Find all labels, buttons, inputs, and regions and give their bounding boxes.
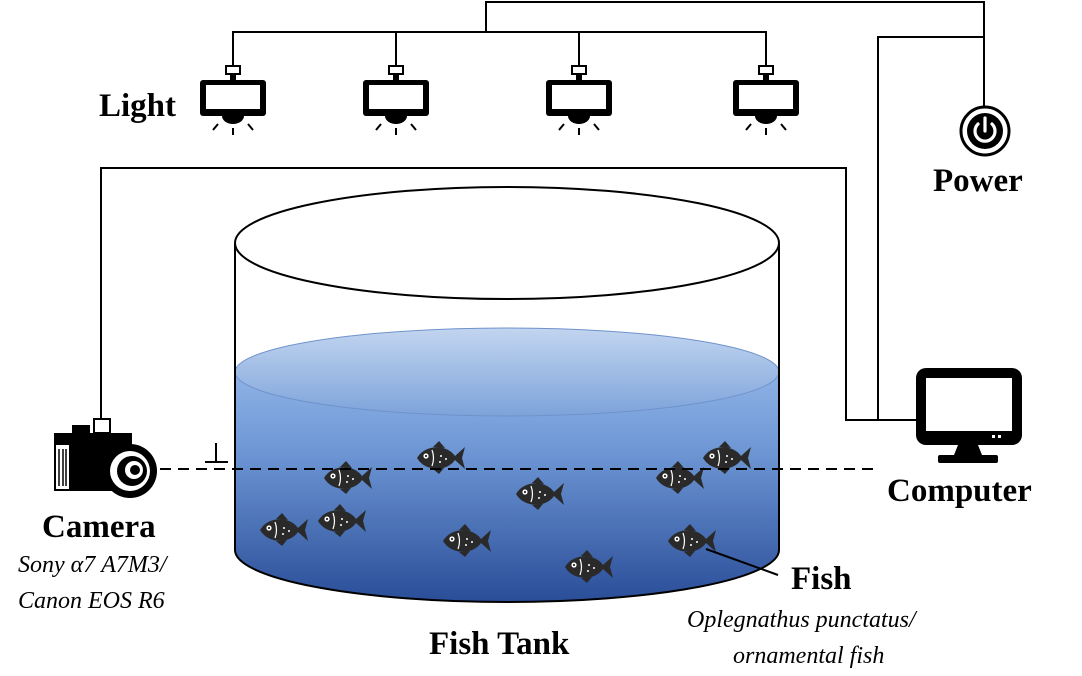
ceiling-lamp-icon [199,57,267,136]
lights [199,57,800,136]
fish-pointer-line [705,548,779,576]
power-icon [959,105,1011,157]
camera-label: Camera [42,509,156,545]
camera-models-line2: Canon EOS R6 [18,588,165,614]
ceiling-lamp-icon [545,57,613,136]
ceiling-lamp-icon [362,57,430,136]
power-label: Power [933,163,1023,199]
tank-rim [234,186,780,300]
camera-icon [54,418,157,498]
computer-power-wire [877,36,985,420]
camera-computer-wire [100,167,918,421]
fish-tank [234,186,780,603]
fish-tank-label: Fish Tank [429,626,570,662]
ceiling-lamp-icon [732,57,800,136]
monitor-icon [916,368,1022,463]
water-surface [234,327,780,417]
wiring [100,1,985,421]
fish-species-line2: ornamental fish [733,643,885,669]
fish-label: Fish [791,561,852,597]
light-bus-wire [232,31,767,64]
camera-optical-axis [160,443,880,470]
camera-models-line1: Sony α7 A7M3/ [18,552,167,578]
computer-label: Computer [887,473,1032,509]
fish-species-line1: Oplegnathus punctatus/ [687,607,916,633]
light-label: Light [99,88,177,124]
